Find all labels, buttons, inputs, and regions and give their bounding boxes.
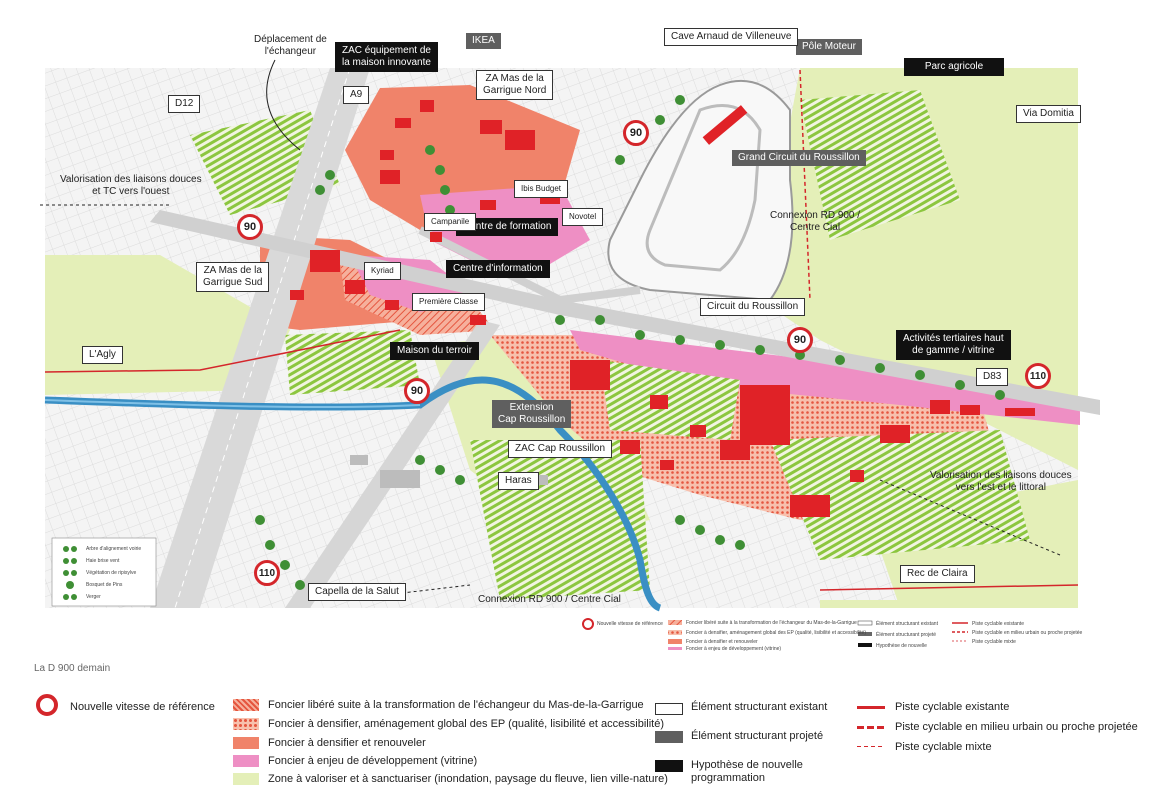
swatch-element-existing — [655, 703, 683, 715]
speed-sign-90: 90 — [404, 378, 430, 404]
label-circuit-roussillon: Circuit du Roussillon — [700, 298, 806, 316]
label-valorisation-est: Valorisation des liaisons douces vers l'… — [930, 470, 1072, 493]
swatch-hatched — [233, 699, 259, 711]
label-campanile: Campanile — [424, 213, 477, 231]
label-a9: A9 — [343, 86, 370, 104]
legend-element-label: Élément structurant existant — [691, 701, 828, 713]
label-maison-terroir: Maison du terroir — [390, 342, 480, 360]
mini-legend-land: Foncier à enjeu de développement (vitrin… — [686, 646, 782, 652]
label-connexion-bottom: Connexion RD 900 / Centre Cial — [478, 594, 621, 605]
legend-cycle-label: Piste cyclable mixte — [895, 741, 992, 753]
label-kyriad: Kyriad — [364, 262, 401, 280]
label-cave-arnaud: Cave Arnaud de Villeneuve — [664, 28, 799, 46]
road-d900 — [150, 210, 1100, 415]
map-caption: La D 900 demain — [34, 663, 111, 674]
legend-land-label: Foncier à enjeu de développement (vitrin… — [268, 755, 478, 767]
mini-legend-land: Foncier à densifier, aménagement global … — [686, 630, 867, 636]
legend-speed-label: Nouvelle vitesse de référence — [70, 701, 215, 713]
inset-legend-item: Verger — [86, 594, 101, 600]
label-novotel: Novotel — [562, 208, 604, 226]
label-ikea: IKEA — [466, 33, 501, 49]
label-deplacement: Déplacement de l'échangeur — [254, 34, 327, 57]
legend-land-label: Foncier à densifier, aménagement global … — [268, 718, 665, 730]
inset-legend-item: Haie brise vent — [86, 558, 120, 564]
label-centre-information: Centre d'information — [446, 260, 550, 278]
mini-legend-land: Foncier à densifier et renouveler — [686, 639, 758, 645]
label-parc-agricole: Parc agricole — [904, 58, 1004, 76]
label-grand-circuit: Grand Circuit du Roussillon — [732, 150, 866, 166]
swatch-cycle-projected — [857, 726, 885, 729]
inset-legend-item: Arbre d'alignement voirie — [86, 546, 142, 552]
buildings — [290, 100, 1035, 517]
mini-legend-element: Élément structurant existant — [876, 621, 938, 627]
inset-legend-box — [51, 537, 157, 607]
speed-ring-icon — [36, 694, 58, 716]
speed-sign-110: 110 — [254, 560, 280, 586]
orchard-east — [800, 90, 960, 240]
mini-legend-cycle: Piste cyclable en milieu urbain ou proch… — [972, 630, 1083, 636]
label-rec-claira: Rec de Claira — [900, 565, 975, 583]
speed-sign-90: 90 — [787, 327, 813, 353]
pink-land-vitrine — [570, 330, 1080, 425]
swatch-cycle-existing — [857, 706, 885, 709]
label-valorisation-ouest: Valorisation des liaisons douces et TC v… — [60, 174, 202, 197]
swatch-cycle-mixed — [857, 746, 885, 747]
label-pole-moteur: Pôle Moteur — [796, 39, 862, 55]
legend-cycle-label: Piste cyclable en milieu urbain ou proch… — [895, 721, 1138, 733]
label-capella: Capella de la Salut — [308, 583, 406, 601]
mini-legend-cycle: Piste cyclable existante — [972, 621, 1024, 627]
race-circuit — [607, 79, 794, 302]
mini-legend-land: Foncier libéré suite à la transformation… — [686, 620, 857, 626]
legend-element-label: Hypothèse de nouvelle programmation — [691, 759, 803, 784]
label-premiere-classe: Première Classe — [412, 293, 486, 311]
highway-a9 — [150, 68, 370, 608]
inset-legend-item: Bosquet de Pins — [86, 582, 123, 588]
label-za-mas-sud: ZA Mas de la Garrigue Sud — [196, 262, 270, 292]
legend-land-label: Zone à valoriser et à sanctuariser (inon… — [268, 773, 668, 785]
mini-legend-element: Hypothèse de nouvelle — [876, 643, 927, 649]
speed-sign-90: 90 — [237, 214, 263, 240]
label-agly: L'Agly — [82, 346, 123, 364]
label-ibis: Ibis Budget — [514, 180, 569, 198]
mini-legend-cycle: Piste cyclable mixte — [972, 639, 1016, 645]
speed-sign-90: 90 — [623, 120, 649, 146]
legend-element-label: Élément structurant projeté — [691, 730, 824, 742]
label-connexion-centre-cial: Connexion RD 900 / Centre Cial — [770, 210, 861, 233]
legend-cycle-label: Piste cyclable existante — [895, 701, 1010, 713]
label-centre-formation: Centre de formation — [456, 218, 559, 236]
site-plan-map — [40, 59, 1100, 650]
swatch-element-hypothesis — [655, 760, 683, 772]
speed-sign-110: 110 — [1025, 363, 1051, 389]
swatch-element-projected — [655, 731, 683, 743]
mini-legend — [582, 618, 968, 650]
label-za-mas-nord: ZA Mas de la Garrigue Nord — [476, 70, 554, 100]
swatch-dotted — [233, 718, 259, 730]
legend-land-label: Foncier à densifier et renouveler — [268, 737, 426, 749]
swatch-pink — [233, 755, 259, 767]
label-via-domitia: Via Domitia — [1016, 105, 1081, 123]
label-zac-equipement: ZAC équipement de la maison innovante — [335, 42, 438, 72]
inset-legend-item: Végétation de ripisylve — [86, 570, 137, 576]
mini-legend-speed: Nouvelle vitesse de référence — [597, 621, 663, 627]
tree-alignments — [255, 95, 1005, 590]
label-d12: D12 — [168, 95, 201, 113]
legend-land-label: Foncier libéré suite à la transformation… — [268, 699, 644, 711]
swatch-green — [233, 773, 259, 785]
orchard-southeast — [770, 430, 1030, 560]
label-extension-cap: Extension Cap Roussillon — [492, 400, 572, 428]
label-haras: Haras — [498, 472, 539, 490]
label-zac-cap: ZAC Cap Roussillon — [508, 440, 613, 458]
swatch-orange — [233, 737, 259, 749]
mini-legend-element: Élément structurant projeté — [876, 632, 937, 638]
label-d83: D83 — [976, 368, 1009, 386]
label-activites-tertiaires: Activités tertiaires haut de gamme / vit… — [896, 330, 1011, 360]
